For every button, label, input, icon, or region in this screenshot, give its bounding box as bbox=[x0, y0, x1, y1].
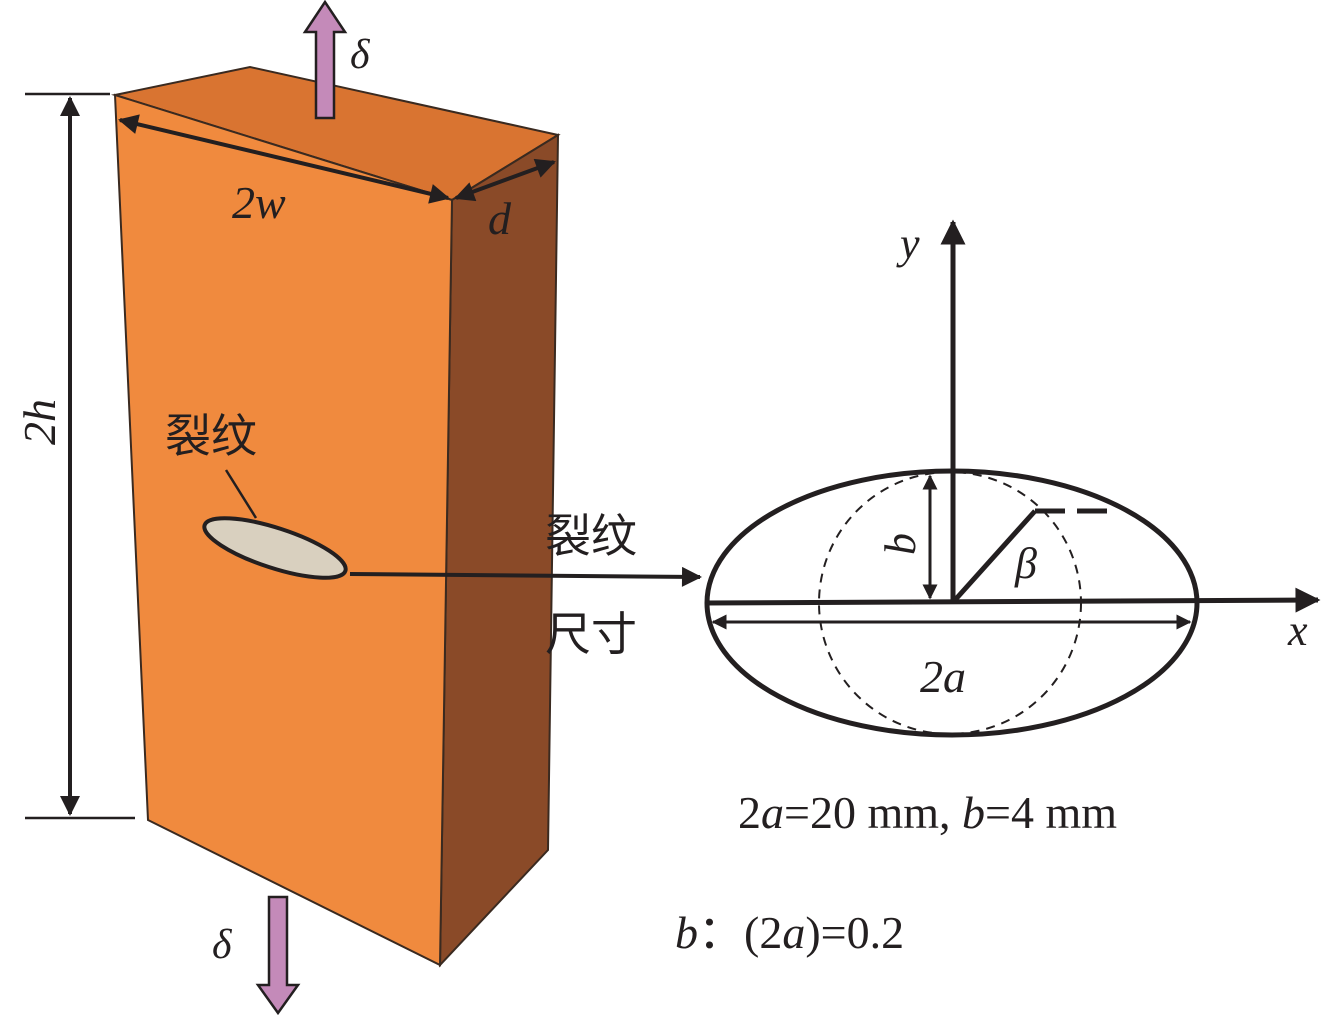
height-label: 2h bbox=[14, 399, 65, 445]
length-label: 2a bbox=[920, 651, 966, 702]
b-label: b bbox=[876, 533, 925, 555]
load-label-top: δ bbox=[350, 32, 371, 78]
beta-label: β bbox=[1014, 539, 1037, 588]
width-label: 2w bbox=[232, 177, 286, 228]
width-dimension-arrow bbox=[118, 114, 450, 204]
crack-size-label-line1: 裂纹 bbox=[545, 509, 637, 563]
y-axis-label: y bbox=[896, 219, 920, 268]
load-arrow-top bbox=[302, 0, 348, 120]
crack-leader-line bbox=[224, 469, 258, 519]
aspect-ratio: b：(2a)=0.2 bbox=[675, 907, 904, 958]
crack-label: 裂纹 bbox=[165, 409, 257, 463]
load-arrow-bottom bbox=[255, 895, 301, 1016]
block-side-face bbox=[438, 133, 560, 968]
thickness-label: d bbox=[488, 193, 512, 244]
crack-ellipse bbox=[202, 516, 348, 580]
beta-radius-line bbox=[953, 509, 1037, 602]
crack-size-label-line2: 尺寸 bbox=[545, 607, 637, 661]
x-axis-label: x bbox=[1287, 606, 1308, 655]
load-label-bottom: δ bbox=[212, 922, 233, 968]
crack-geometry bbox=[704, 219, 1321, 738]
crack-size-arrow bbox=[349, 566, 702, 587]
dimension-values: 2a=20 mm, b=4 mm bbox=[738, 787, 1117, 838]
thickness-dimension-arrow bbox=[454, 158, 556, 202]
x-axis bbox=[704, 587, 1321, 613]
